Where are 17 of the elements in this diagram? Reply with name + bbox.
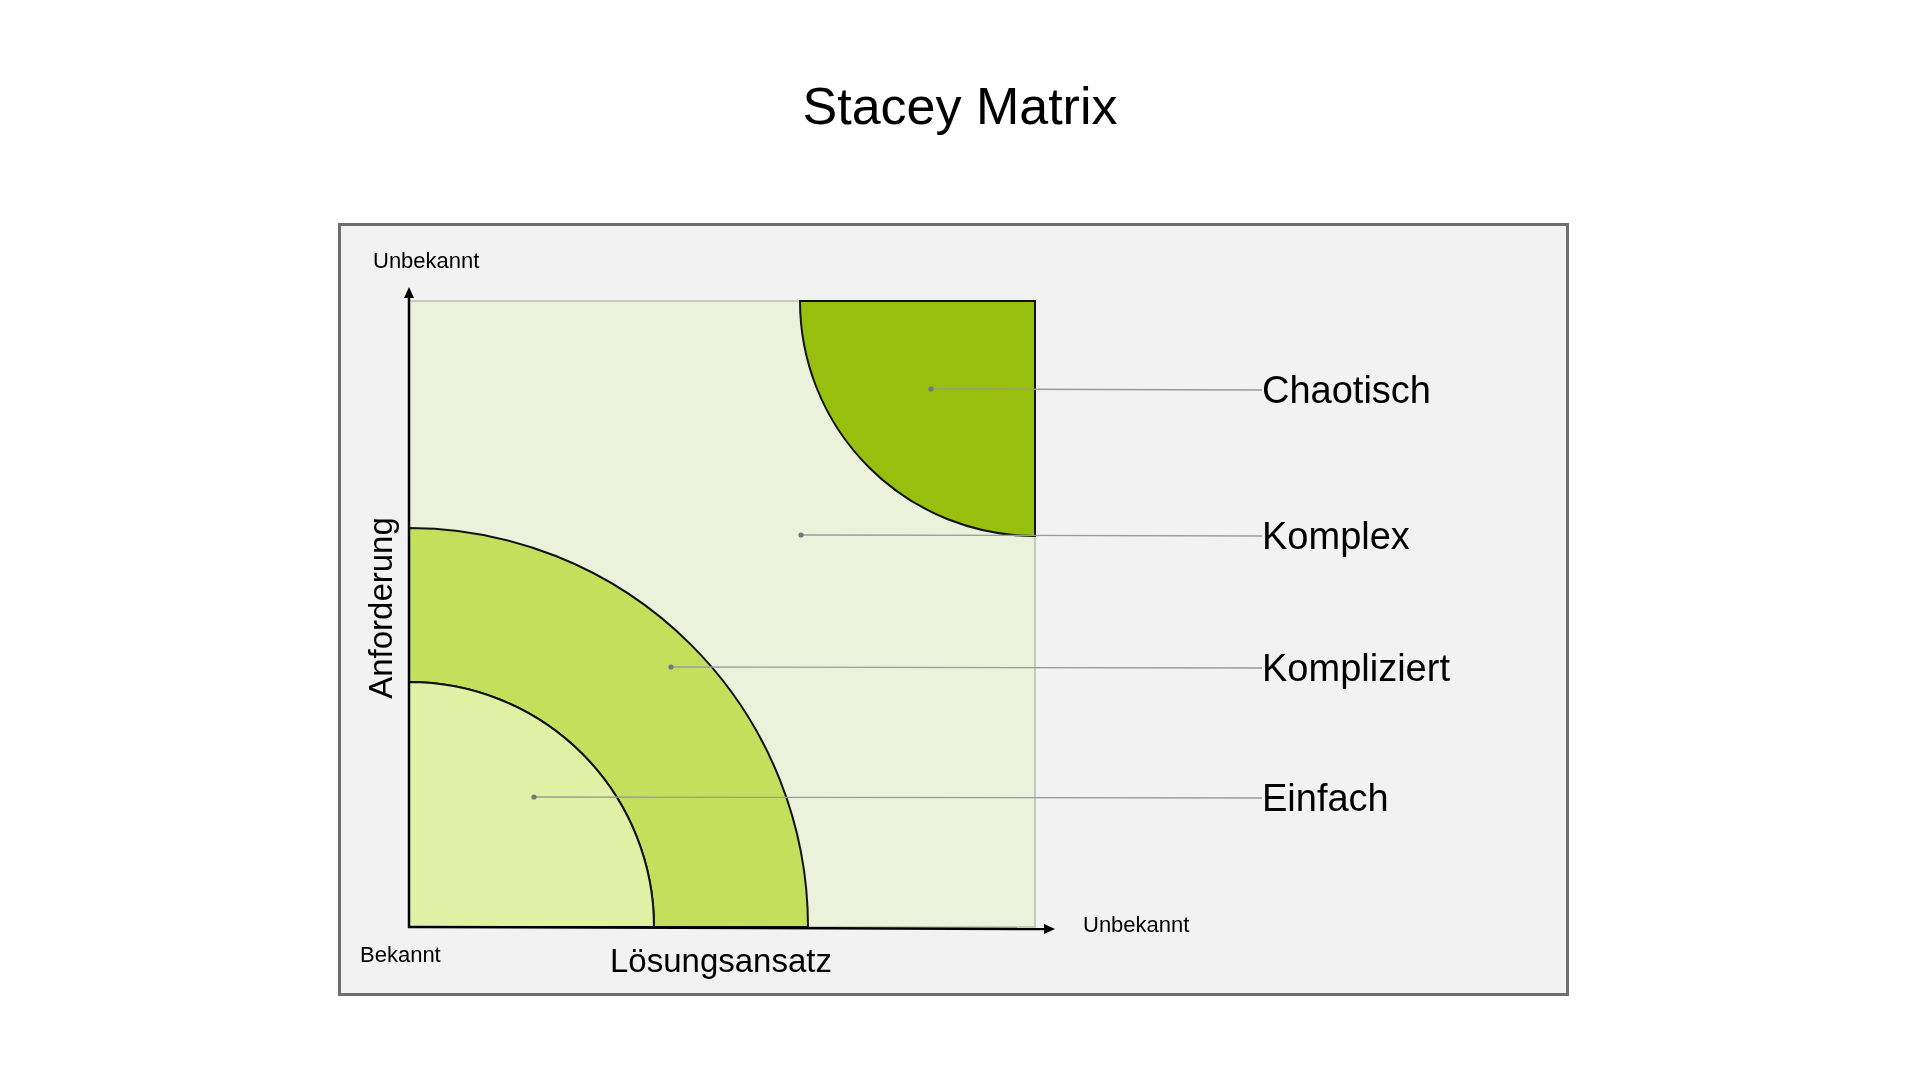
complicated-band [408,527,809,928]
leader-line [928,386,1263,392]
leader-line [668,664,1263,670]
category-label: Einfach [1262,779,1389,817]
leader-line [798,532,1263,538]
axis-label: Unbekannt [373,250,480,272]
complex-area [408,300,1036,928]
category-label: Kompliziert [1262,649,1450,687]
chaotic-sector [799,300,1036,537]
axis-label: Bekannt [360,944,441,966]
axis-title: Anforderung [363,517,397,699]
category-label: Chaotisch [1262,371,1431,409]
axis-label: Unbekannt [1083,914,1190,936]
category-label: Komplex [1262,517,1410,555]
axis-title: Lösungsansatz [610,943,832,977]
simple-sector [408,681,655,928]
leader-line [531,794,1263,800]
